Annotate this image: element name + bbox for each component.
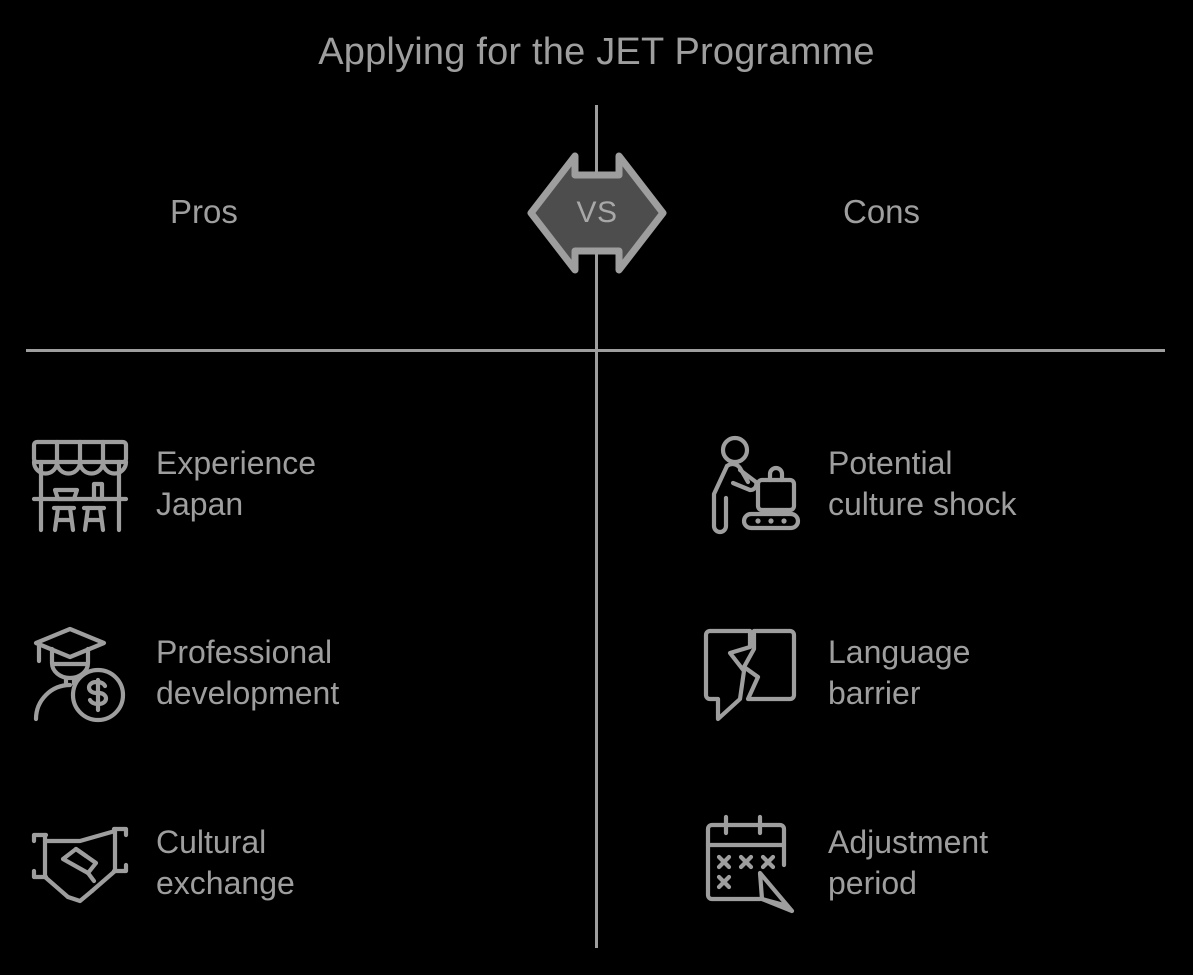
horizontal-divider <box>26 349 1165 352</box>
list-item: Language barrier <box>700 621 970 725</box>
list-item-label: Potential culture shock <box>828 445 1017 522</box>
calendar-with-pen-icon <box>700 811 804 915</box>
list-item: Adjustment period <box>700 811 988 915</box>
page-title: Applying for the JET Programme <box>318 31 875 73</box>
list-item-label: Professional development <box>156 634 340 711</box>
traveler-baggage-belt-icon <box>700 432 804 536</box>
list-item: Experience Japan <box>28 432 316 536</box>
list-item: Professional development <box>28 621 339 725</box>
column-heading-cons: Cons <box>843 193 921 230</box>
vertical-divider <box>595 105 598 948</box>
list-item-label: Language barrier <box>828 634 971 711</box>
list-item-label: Adjustment period <box>828 824 989 901</box>
vs-badge <box>527 152 667 274</box>
column-heading-pros: Pros <box>170 193 238 230</box>
graduate-with-coin-icon <box>28 621 132 725</box>
list-item-label: Experience Japan <box>156 445 317 522</box>
list-item: Potential culture shock <box>700 432 1017 536</box>
list-item-label: Cultural exchange <box>156 824 295 901</box>
list-item: Cultural exchange <box>28 811 295 915</box>
vs-double-arrow-icon <box>527 152 667 274</box>
market-stall-icon <box>28 432 132 536</box>
broken-speech-bubble-icon <box>700 621 804 725</box>
handshake-icon <box>28 811 132 915</box>
